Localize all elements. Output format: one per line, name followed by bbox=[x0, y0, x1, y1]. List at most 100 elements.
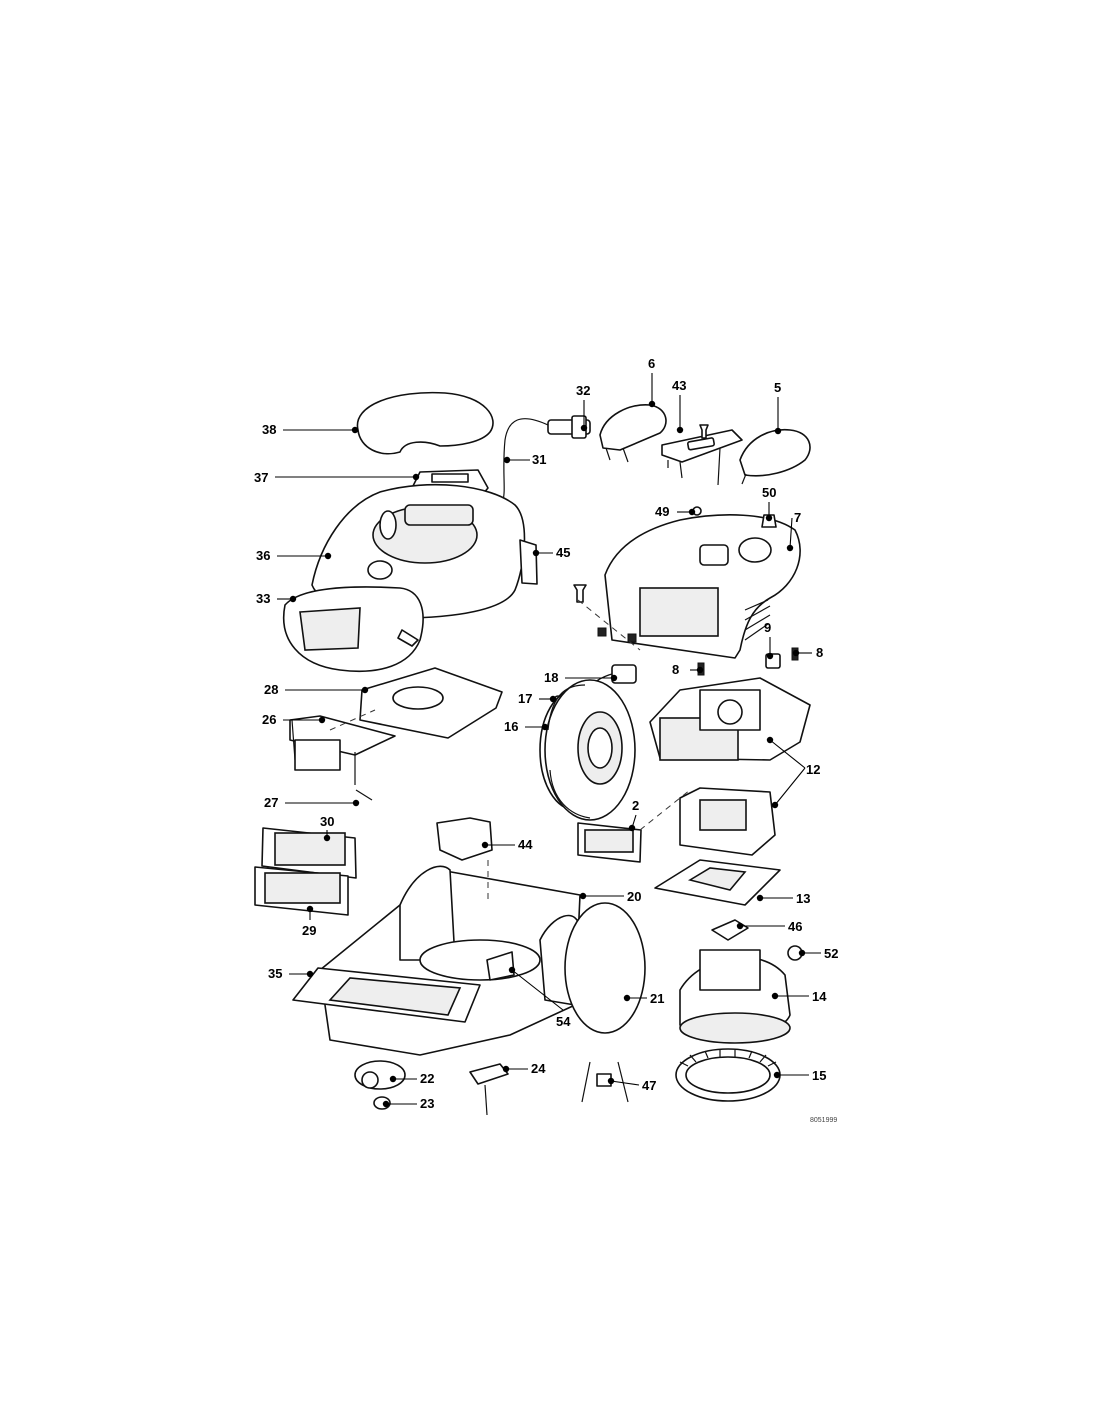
part-31-cable bbox=[502, 418, 549, 501]
part-5-cover bbox=[739, 428, 811, 485]
part-6-cover bbox=[599, 404, 667, 463]
leader-dot-32 bbox=[580, 424, 588, 432]
label-50: 50 bbox=[762, 485, 776, 500]
assembly-line-3 bbox=[329, 709, 376, 731]
leader-dot-12b bbox=[771, 801, 779, 809]
label-44: 44 bbox=[518, 837, 533, 852]
part-29-filter bbox=[254, 866, 349, 916]
leader-dot-44 bbox=[481, 841, 489, 849]
label-17: 17 bbox=[518, 691, 532, 706]
label-36: 36 bbox=[256, 548, 270, 563]
part-46-mount bbox=[711, 919, 749, 941]
label-35: 35 bbox=[268, 966, 282, 981]
label-27: 27 bbox=[264, 795, 278, 810]
label-46: 46 bbox=[788, 919, 802, 934]
leader-dot-15 bbox=[773, 1071, 781, 1079]
leader-lines bbox=[275, 373, 821, 1108]
label-47: 47 bbox=[642, 1078, 656, 1093]
leader-dot-18 bbox=[610, 674, 618, 682]
leader-dot-45 bbox=[532, 549, 540, 557]
label-52: 52 bbox=[824, 946, 838, 961]
leader-dot-30 bbox=[323, 834, 331, 842]
label-24: 24 bbox=[531, 1061, 546, 1076]
label-30: 30 bbox=[320, 814, 334, 829]
label-29: 29 bbox=[302, 923, 316, 938]
part-33-bumper bbox=[283, 586, 424, 672]
part-54-clip bbox=[486, 951, 515, 981]
part-12-motor-housing bbox=[649, 677, 811, 856]
label-12: 12 bbox=[806, 762, 820, 777]
leader-dot-20 bbox=[579, 892, 587, 900]
label-5: 5 bbox=[774, 380, 781, 395]
label-28: 28 bbox=[264, 682, 278, 697]
part-13-gasket bbox=[654, 859, 781, 906]
part-38-lid bbox=[356, 391, 494, 455]
part-45-panel bbox=[519, 539, 538, 585]
part-21-wheel bbox=[564, 902, 646, 1034]
label-21: 21 bbox=[650, 991, 664, 1006]
leader-dot-6 bbox=[648, 400, 656, 408]
part-15-ring bbox=[675, 1048, 781, 1102]
leader-dot-2 bbox=[628, 824, 636, 832]
leader-dot-14 bbox=[771, 992, 779, 1000]
leader-dot-27 bbox=[352, 799, 360, 807]
label-8b: 8 bbox=[672, 662, 679, 677]
label-22: 22 bbox=[420, 1071, 434, 1086]
leader-54 bbox=[511, 969, 564, 1011]
label-15: 15 bbox=[812, 1068, 826, 1083]
part-20-base bbox=[319, 865, 581, 1056]
part-22-castor bbox=[354, 1060, 406, 1090]
label-7: 7 bbox=[794, 510, 801, 525]
label-31: 31 bbox=[532, 452, 546, 467]
leader-dot-5 bbox=[774, 427, 782, 435]
leader-dot-9 bbox=[766, 652, 774, 660]
leader-dot-12a bbox=[766, 736, 774, 744]
label-38: 38 bbox=[262, 422, 276, 437]
leader-dot-26 bbox=[318, 716, 326, 724]
label-13: 13 bbox=[796, 891, 810, 906]
leader-dot-8b bbox=[696, 666, 704, 674]
part-35-tray bbox=[292, 967, 481, 1023]
label-33: 33 bbox=[256, 591, 270, 606]
label-26: 26 bbox=[262, 712, 276, 727]
leader-dot-22 bbox=[389, 1075, 397, 1083]
part-44-bracket bbox=[436, 817, 493, 861]
part-16-cable-reel bbox=[539, 679, 636, 821]
label-23: 23 bbox=[420, 1096, 434, 1111]
leader-47 bbox=[610, 1080, 640, 1086]
leader-dot-33 bbox=[289, 595, 297, 603]
label-43: 43 bbox=[672, 378, 686, 393]
leader-dot-49 bbox=[688, 508, 696, 516]
leader-dot-50 bbox=[765, 514, 773, 522]
leader-7 bbox=[789, 517, 793, 549]
label-32: 32 bbox=[576, 383, 590, 398]
leader-dot-16 bbox=[541, 723, 549, 731]
label-16: 16 bbox=[504, 719, 518, 734]
label-18: 18 bbox=[544, 670, 558, 685]
leader-dot-52 bbox=[798, 949, 806, 957]
assembly-line-1 bbox=[577, 599, 641, 651]
label-45: 45 bbox=[556, 545, 570, 560]
leader-dot-54 bbox=[508, 966, 516, 974]
label-14: 14 bbox=[812, 989, 827, 1004]
leader-dot-24 bbox=[502, 1065, 510, 1073]
leader-dot-8a bbox=[792, 649, 800, 657]
label-49: 49 bbox=[655, 504, 669, 519]
part-43-plate bbox=[661, 424, 743, 486]
part-47-brush bbox=[581, 1061, 629, 1103]
leader-dot-21 bbox=[623, 994, 631, 1002]
leader-dot-23 bbox=[382, 1100, 390, 1108]
leader-12a bbox=[769, 739, 806, 769]
part-27-rod bbox=[355, 789, 373, 801]
label-37: 37 bbox=[254, 470, 268, 485]
leader-dot-31 bbox=[503, 456, 511, 464]
leader-dot-17 bbox=[549, 695, 557, 703]
label-2: 2 bbox=[632, 798, 639, 813]
leader-dot-36 bbox=[324, 552, 332, 560]
leader-12b bbox=[774, 767, 806, 806]
leader-dot-28 bbox=[361, 686, 369, 694]
label-20: 20 bbox=[627, 889, 641, 904]
screw-housing bbox=[573, 584, 587, 603]
drawing-code: 8051999 bbox=[810, 1117, 837, 1124]
